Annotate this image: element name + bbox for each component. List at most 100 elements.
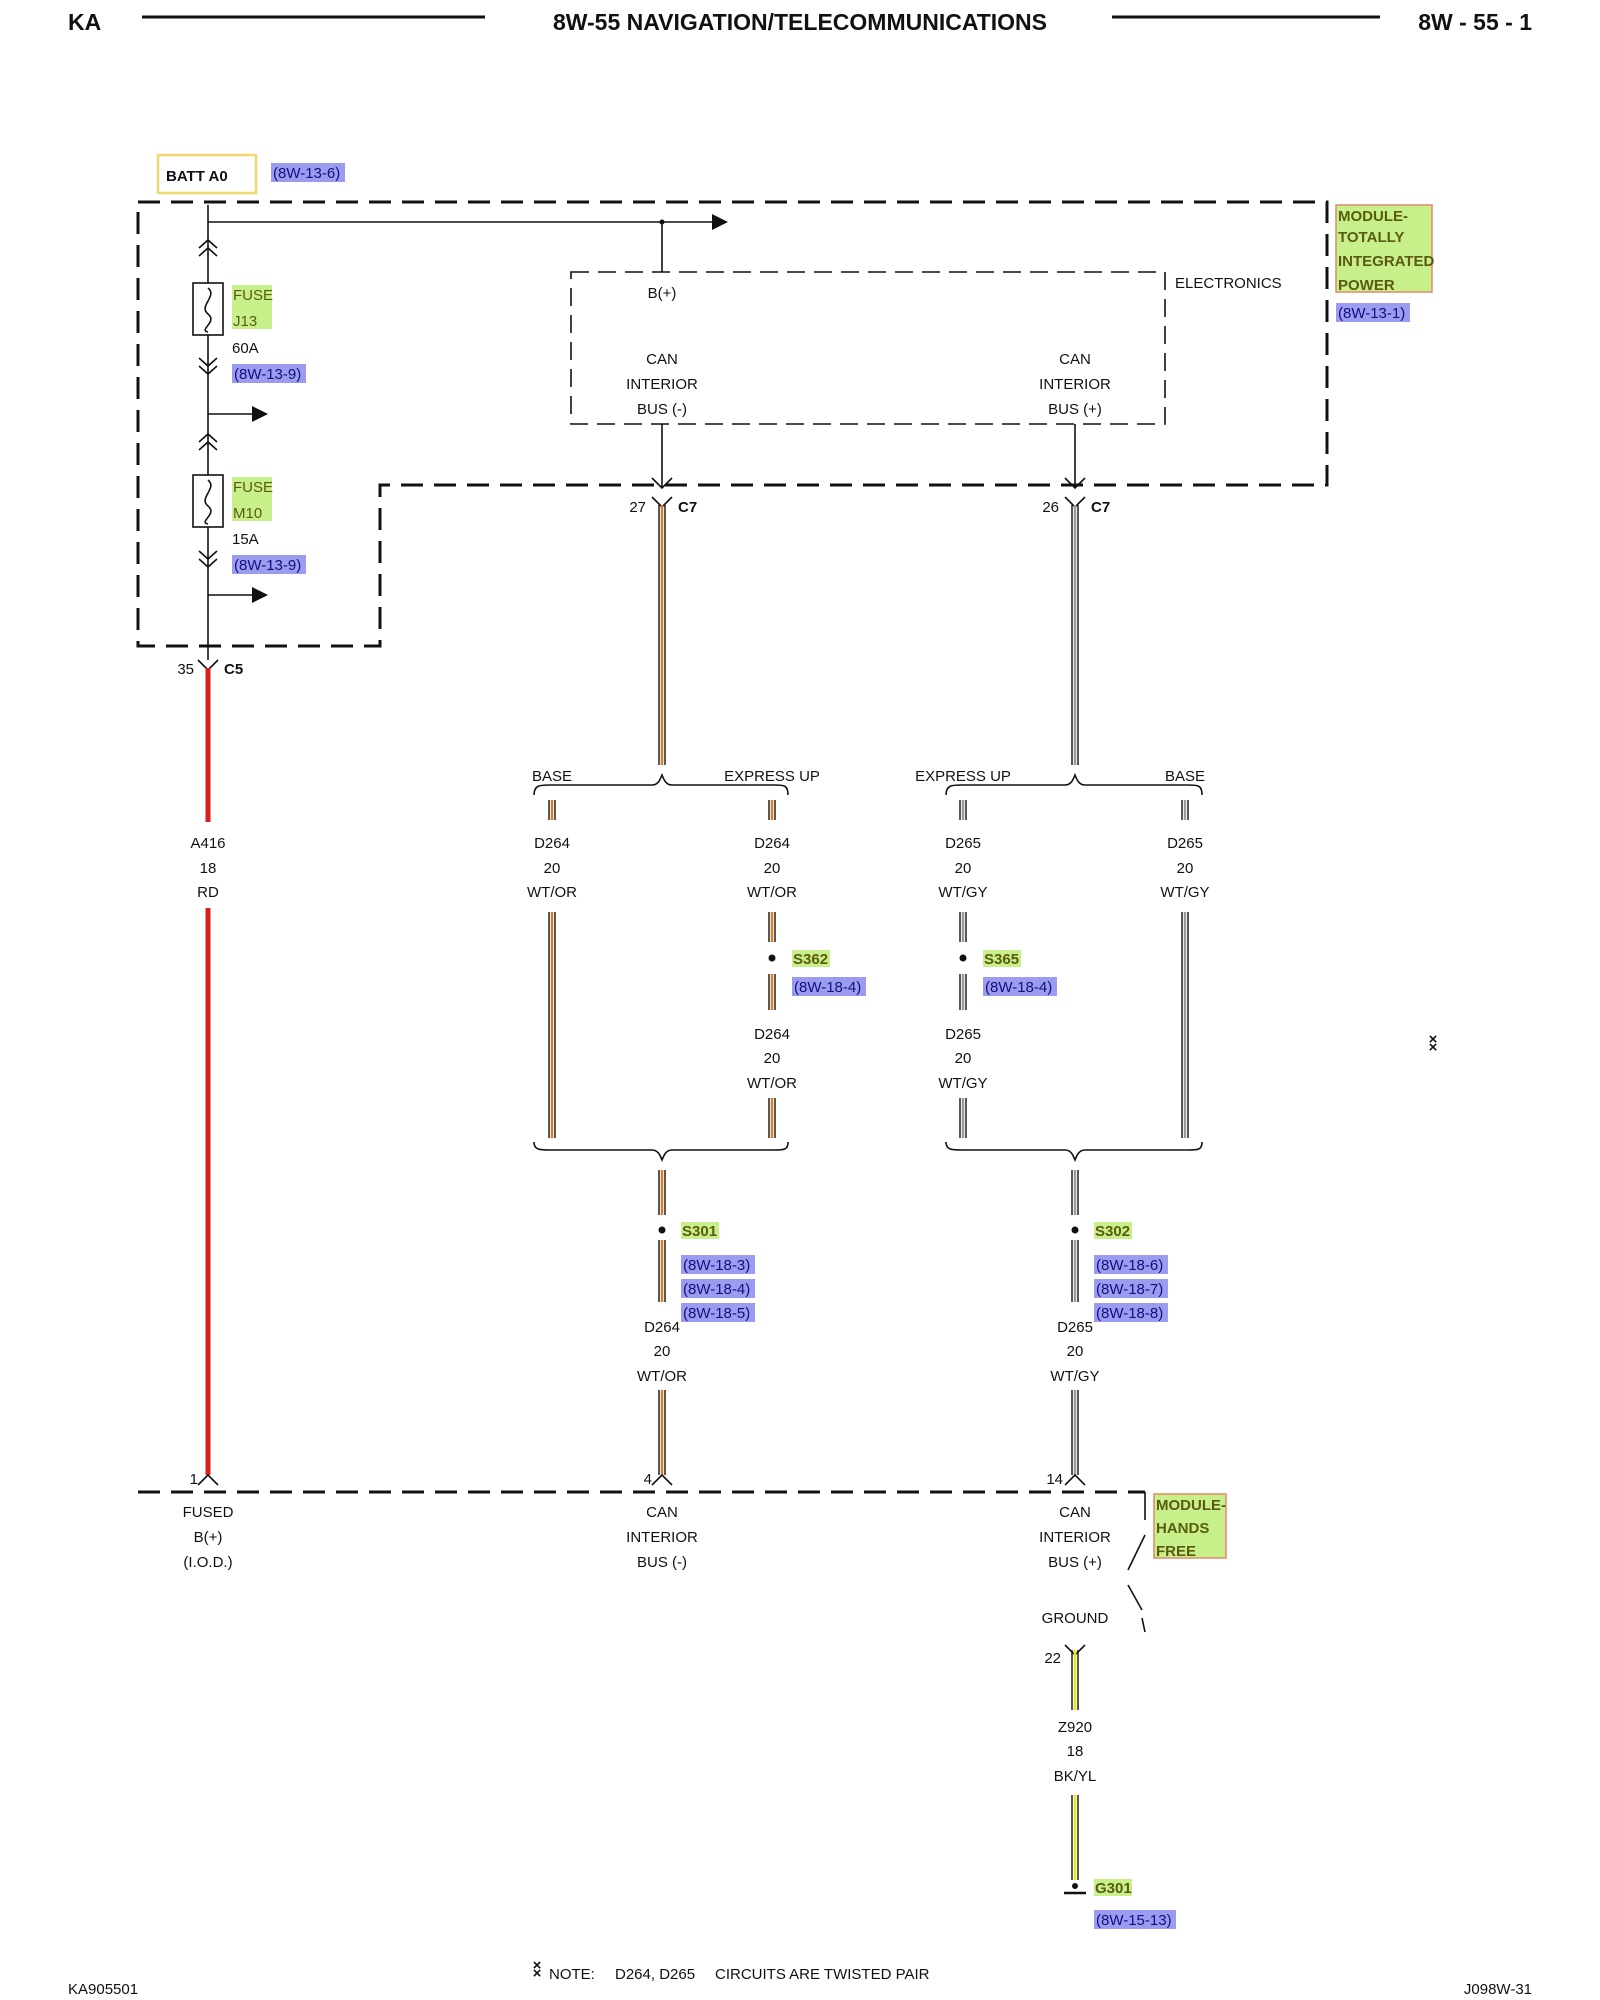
tipm-name-3: INTEGRATED <box>1338 253 1435 270</box>
s302-ref2: (8W-18-7) <box>1096 1281 1163 1298</box>
fuse-j13-tag <box>232 285 272 329</box>
hf-name-3: FREE <box>1156 1543 1196 1560</box>
s302-ref2-tag <box>1094 1279 1168 1298</box>
hf-fused-1: FUSED <box>183 1504 234 1521</box>
s301-splice-dot <box>658 1226 666 1234</box>
twisted-pair-marker-icon-top: × <box>1429 1031 1438 1048</box>
fuse-j13-tag-text: FUSE <box>233 287 273 304</box>
z920-color: BK/YL <box>1054 1768 1097 1785</box>
d265-express-gauge: 20 <box>955 860 972 877</box>
tipm-can-plus-2: INTERIOR <box>1039 376 1111 393</box>
tipm-module-outline <box>136 200 1329 648</box>
c5-pin: 35 <box>177 661 194 678</box>
hf-pin22: 22 <box>1044 1650 1061 1667</box>
d265-express-lower-color: WT/GY <box>938 1075 987 1092</box>
d264-base-wire <box>548 800 556 1138</box>
batt-label: BATT A0 <box>166 168 228 185</box>
d264-express-lower-color: WT/OR <box>747 1075 797 1092</box>
s301-ref1-tag <box>681 1255 755 1274</box>
d264-express-wire <box>768 800 776 1138</box>
footer-note-text: CIRCUITS ARE TWISTED PAIR <box>715 1966 930 1983</box>
c7-pin26: 26 <box>1042 499 1059 516</box>
s365-id: S365 <box>984 951 1019 968</box>
footer-twisted-pair-icon-top: × <box>533 1957 542 1974</box>
footer-twisted-pair-icon: × <box>533 1965 542 1982</box>
tipm-name-2: TOTALLY <box>1338 229 1404 246</box>
twisted-pair-marker-icon: × <box>1429 1039 1438 1056</box>
hf-fused-3: (I.O.D.) <box>183 1554 232 1571</box>
z920-wire <box>1071 1650 1079 1880</box>
d265-main-color: WT/GY <box>1050 1368 1099 1385</box>
footer-note-circuits: D264, D265 <box>615 1966 695 1983</box>
tipm-ref: (8W-13-1) <box>1338 305 1405 322</box>
tipm-can-minus-1: CAN <box>646 351 678 368</box>
d264-express-color: WT/OR <box>747 884 797 901</box>
tipm-can-plus-1: CAN <box>1059 351 1091 368</box>
d264-express-branch-label: EXPRESS UP <box>724 768 820 785</box>
s301-tag <box>681 1222 719 1239</box>
batt-ref-tag <box>271 163 345 182</box>
d265-express-lower-gauge: 20 <box>955 1050 972 1067</box>
tipm-can-minus-3: BUS (-) <box>637 401 687 418</box>
hf-name-1: MODULE- <box>1156 1497 1226 1514</box>
d264-express-lower-gauge: 20 <box>764 1050 781 1067</box>
fuse-j13-ref-tag <box>232 364 306 383</box>
d265-express-wire <box>959 800 967 1138</box>
d264-split-brace <box>533 772 789 796</box>
d265-split-brace <box>945 772 1203 796</box>
s365-ref: (8W-18-4) <box>985 979 1052 996</box>
fuse-j13-icon <box>192 282 224 336</box>
g301-tag <box>1094 1879 1132 1896</box>
hf-can-plus-1: CAN <box>1059 1504 1091 1521</box>
d265-main-gauge: 20 <box>1067 1343 1084 1360</box>
electronics-label: ELECTRONICS <box>1175 275 1282 292</box>
c7-pin27: 27 <box>629 499 646 516</box>
batt-ref: (8W-13-6) <box>273 165 340 182</box>
d265-base-branch-label: BASE <box>1165 768 1205 785</box>
hf-ground-label: GROUND <box>1042 1610 1109 1627</box>
s302-ref1-tag <box>1094 1255 1168 1274</box>
hands-free-partial-edge <box>1127 1492 1146 1633</box>
fuse-j13-in-chevron-icon <box>198 238 218 257</box>
d264-express-gauge: 20 <box>764 860 781 877</box>
d265-base-circuit: D265 <box>1167 835 1203 852</box>
c7-pin26-arrow-icon <box>1064 477 1086 490</box>
g301-ref-tag <box>1094 1910 1176 1929</box>
batt-label-box <box>156 153 258 195</box>
d264-express-lower-circuit: D264 <box>754 1026 790 1043</box>
d264-main-circuit: D264 <box>644 1319 680 1336</box>
a416-gauge: 18 <box>200 860 217 877</box>
footer-right-code: J098W-31 <box>1464 1981 1532 1998</box>
hf-can-plus-3: BUS (+) <box>1048 1554 1102 1571</box>
d264-main-wire <box>658 1170 666 1475</box>
s362-tag <box>792 950 830 967</box>
d265-express-circuit: D265 <box>945 835 981 852</box>
d265-main-wire <box>1071 1170 1079 1475</box>
fuse-m10-tag-text: FUSE <box>233 479 273 496</box>
a416-color: RD <box>197 884 219 901</box>
d265-join-brace <box>945 1141 1203 1163</box>
d265-main-circuit: D265 <box>1057 1319 1093 1336</box>
c7-name-b: C7 <box>1091 499 1110 516</box>
fuse-j13-element <box>204 287 212 333</box>
hf-pin4-connector-icon <box>651 1473 673 1486</box>
c5-name: C5 <box>224 661 243 678</box>
hf-can-minus-3: BUS (-) <box>637 1554 687 1571</box>
fuse-m10-id: M10 <box>233 505 262 522</box>
s362-splice-dot <box>768 954 776 962</box>
s302-ref1: (8W-18-6) <box>1096 1257 1163 1274</box>
page-number: 8W - 55 - 1 <box>1418 9 1532 35</box>
footer-note-label: NOTE: <box>549 1966 595 1983</box>
hf-name-tag <box>1153 1493 1227 1559</box>
fuse-m10-tag <box>232 477 272 521</box>
s365-ref-tag <box>983 977 1057 996</box>
g301-id: G301 <box>1095 1880 1132 1897</box>
header-left: KA <box>68 9 101 35</box>
d265-base-gauge: 20 <box>1177 860 1194 877</box>
fuse-j13-branch-arrow-icon <box>252 406 268 422</box>
s301-ref2-tag <box>681 1279 755 1298</box>
fuse-m10-rating: 15A <box>232 531 259 548</box>
d265-express-color: WT/GY <box>938 884 987 901</box>
tipm-can-minus-2: INTERIOR <box>626 376 698 393</box>
c7-name-a: C7 <box>678 499 697 516</box>
